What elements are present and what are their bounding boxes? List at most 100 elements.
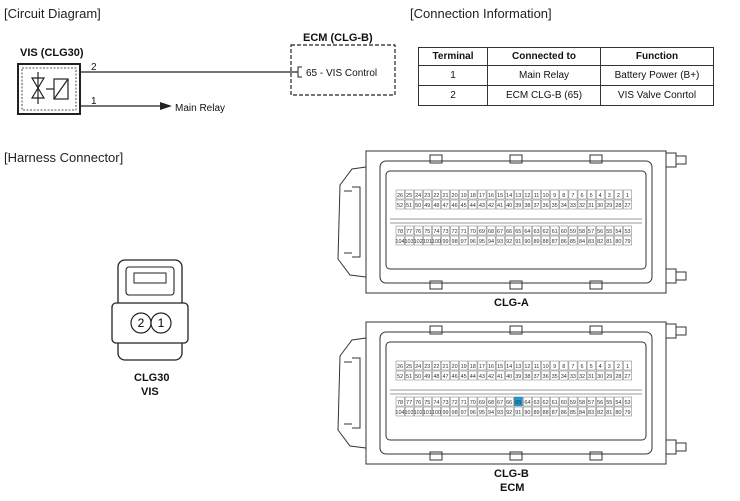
pin-cell (586, 406, 596, 417)
pin-label: 15 (497, 193, 503, 199)
pin-label: 61 (552, 229, 558, 235)
key-bump (429, 325, 443, 335)
pin-label: 40 (506, 374, 512, 380)
pin-cell (559, 225, 569, 236)
pin-cell (596, 396, 605, 407)
pin-label: 8 (562, 193, 565, 199)
mounting-tab (675, 326, 687, 336)
pin-label: 86 (561, 410, 567, 416)
pin-cell (577, 189, 587, 200)
pin-cell (614, 225, 623, 236)
pin-label: 99 (442, 239, 448, 245)
pin-label: 55 (606, 400, 612, 406)
pin-label: 4 (599, 364, 602, 370)
clga-label: CLG-A (494, 297, 529, 309)
pin-label: 29 (606, 374, 612, 380)
pin-cell (504, 406, 514, 417)
pin-label: 73 (442, 400, 448, 406)
pin-cell (459, 406, 469, 417)
pin-label: 19 (461, 193, 467, 199)
pin-label: 3 (608, 364, 611, 370)
pin-label: 75 (424, 229, 430, 235)
clgb-label: CLG-B (494, 468, 529, 480)
pin-label: 33 (570, 203, 576, 209)
connector-face (379, 331, 653, 455)
pin-label: 72 (452, 229, 458, 235)
pin-label: 92 (506, 239, 512, 245)
pin-cell (523, 225, 532, 236)
pin-cell (441, 396, 450, 407)
key-bump (589, 280, 603, 290)
table-cell: Main Relay (487, 65, 601, 86)
pin-label: 102 (414, 410, 423, 416)
pin-label: 62 (543, 400, 549, 406)
pin-cell (441, 235, 450, 246)
pin-label: 44 (470, 203, 476, 209)
pin-cell (614, 199, 623, 210)
pin-label: 56 (597, 400, 603, 406)
pin-label: 30 (597, 374, 603, 380)
pin-label: 83 (588, 410, 594, 416)
pin-cell (568, 406, 578, 417)
pin-cell (495, 225, 505, 236)
wire-2-number: 2 (91, 62, 97, 73)
pin-label: 71 (461, 229, 467, 235)
pin-cell (623, 396, 632, 407)
pin-label: 8 (562, 364, 565, 370)
pin-label: 25 (406, 193, 412, 199)
pin-cell (577, 360, 587, 371)
key-bump (509, 154, 523, 164)
pin-cell (523, 199, 532, 210)
pin-cell (623, 225, 632, 236)
pin-label: 15 (497, 364, 503, 370)
pin-cell (541, 406, 551, 417)
key-bump (589, 451, 603, 461)
pin-cell (504, 396, 514, 407)
pin-cell (596, 189, 605, 200)
pin-cell (413, 360, 423, 371)
pin-label: 27 (624, 374, 630, 380)
pin-cell (559, 189, 569, 200)
pin-cell (459, 235, 469, 246)
pin-cell (514, 360, 523, 371)
pin-label: 69 (479, 400, 485, 406)
pin-label: 92 (506, 410, 512, 416)
header-connected-to: Connected to (487, 47, 601, 66)
pin-cell (477, 235, 487, 246)
pin-cell (423, 396, 432, 407)
pin-label: 100 (432, 410, 441, 416)
pin-cell (432, 199, 441, 210)
pin-label: 32 (579, 374, 585, 380)
mounting-tab (675, 271, 687, 281)
pin-cell (596, 225, 605, 236)
pin-label: 85 (570, 410, 576, 416)
pin-label: 31 (588, 374, 594, 380)
pin-label: 10 (543, 364, 549, 370)
pin-label: 98 (452, 410, 458, 416)
pin-label: 88 (543, 410, 549, 416)
pin-label: 38 (524, 203, 530, 209)
pin-cell (514, 189, 523, 200)
pin-cell (468, 370, 478, 381)
pin-cell (495, 406, 505, 417)
pin-cell (413, 370, 423, 381)
pin-label: 18 (470, 364, 476, 370)
table-row: 1 Main Relay Battery Power (B+) (418, 65, 714, 86)
pin-cell (577, 199, 587, 210)
pin-cell (432, 370, 441, 381)
pin-cell (605, 396, 614, 407)
pin-label: 103 (405, 410, 414, 416)
pin-cell (404, 406, 414, 417)
pin-cell (423, 360, 432, 371)
pin-label: 82 (597, 239, 603, 245)
pin-cell (395, 370, 405, 381)
pin-label: 65 (515, 229, 521, 235)
pin-label: 39 (515, 203, 521, 209)
pin-label: 31 (588, 203, 594, 209)
pin-cell (586, 225, 596, 236)
pin-cell (450, 225, 459, 236)
pin-cell (523, 370, 532, 381)
pin-label: 52 (397, 203, 403, 209)
pin-label: 22 (433, 193, 439, 199)
pin-label: 39 (515, 374, 521, 380)
